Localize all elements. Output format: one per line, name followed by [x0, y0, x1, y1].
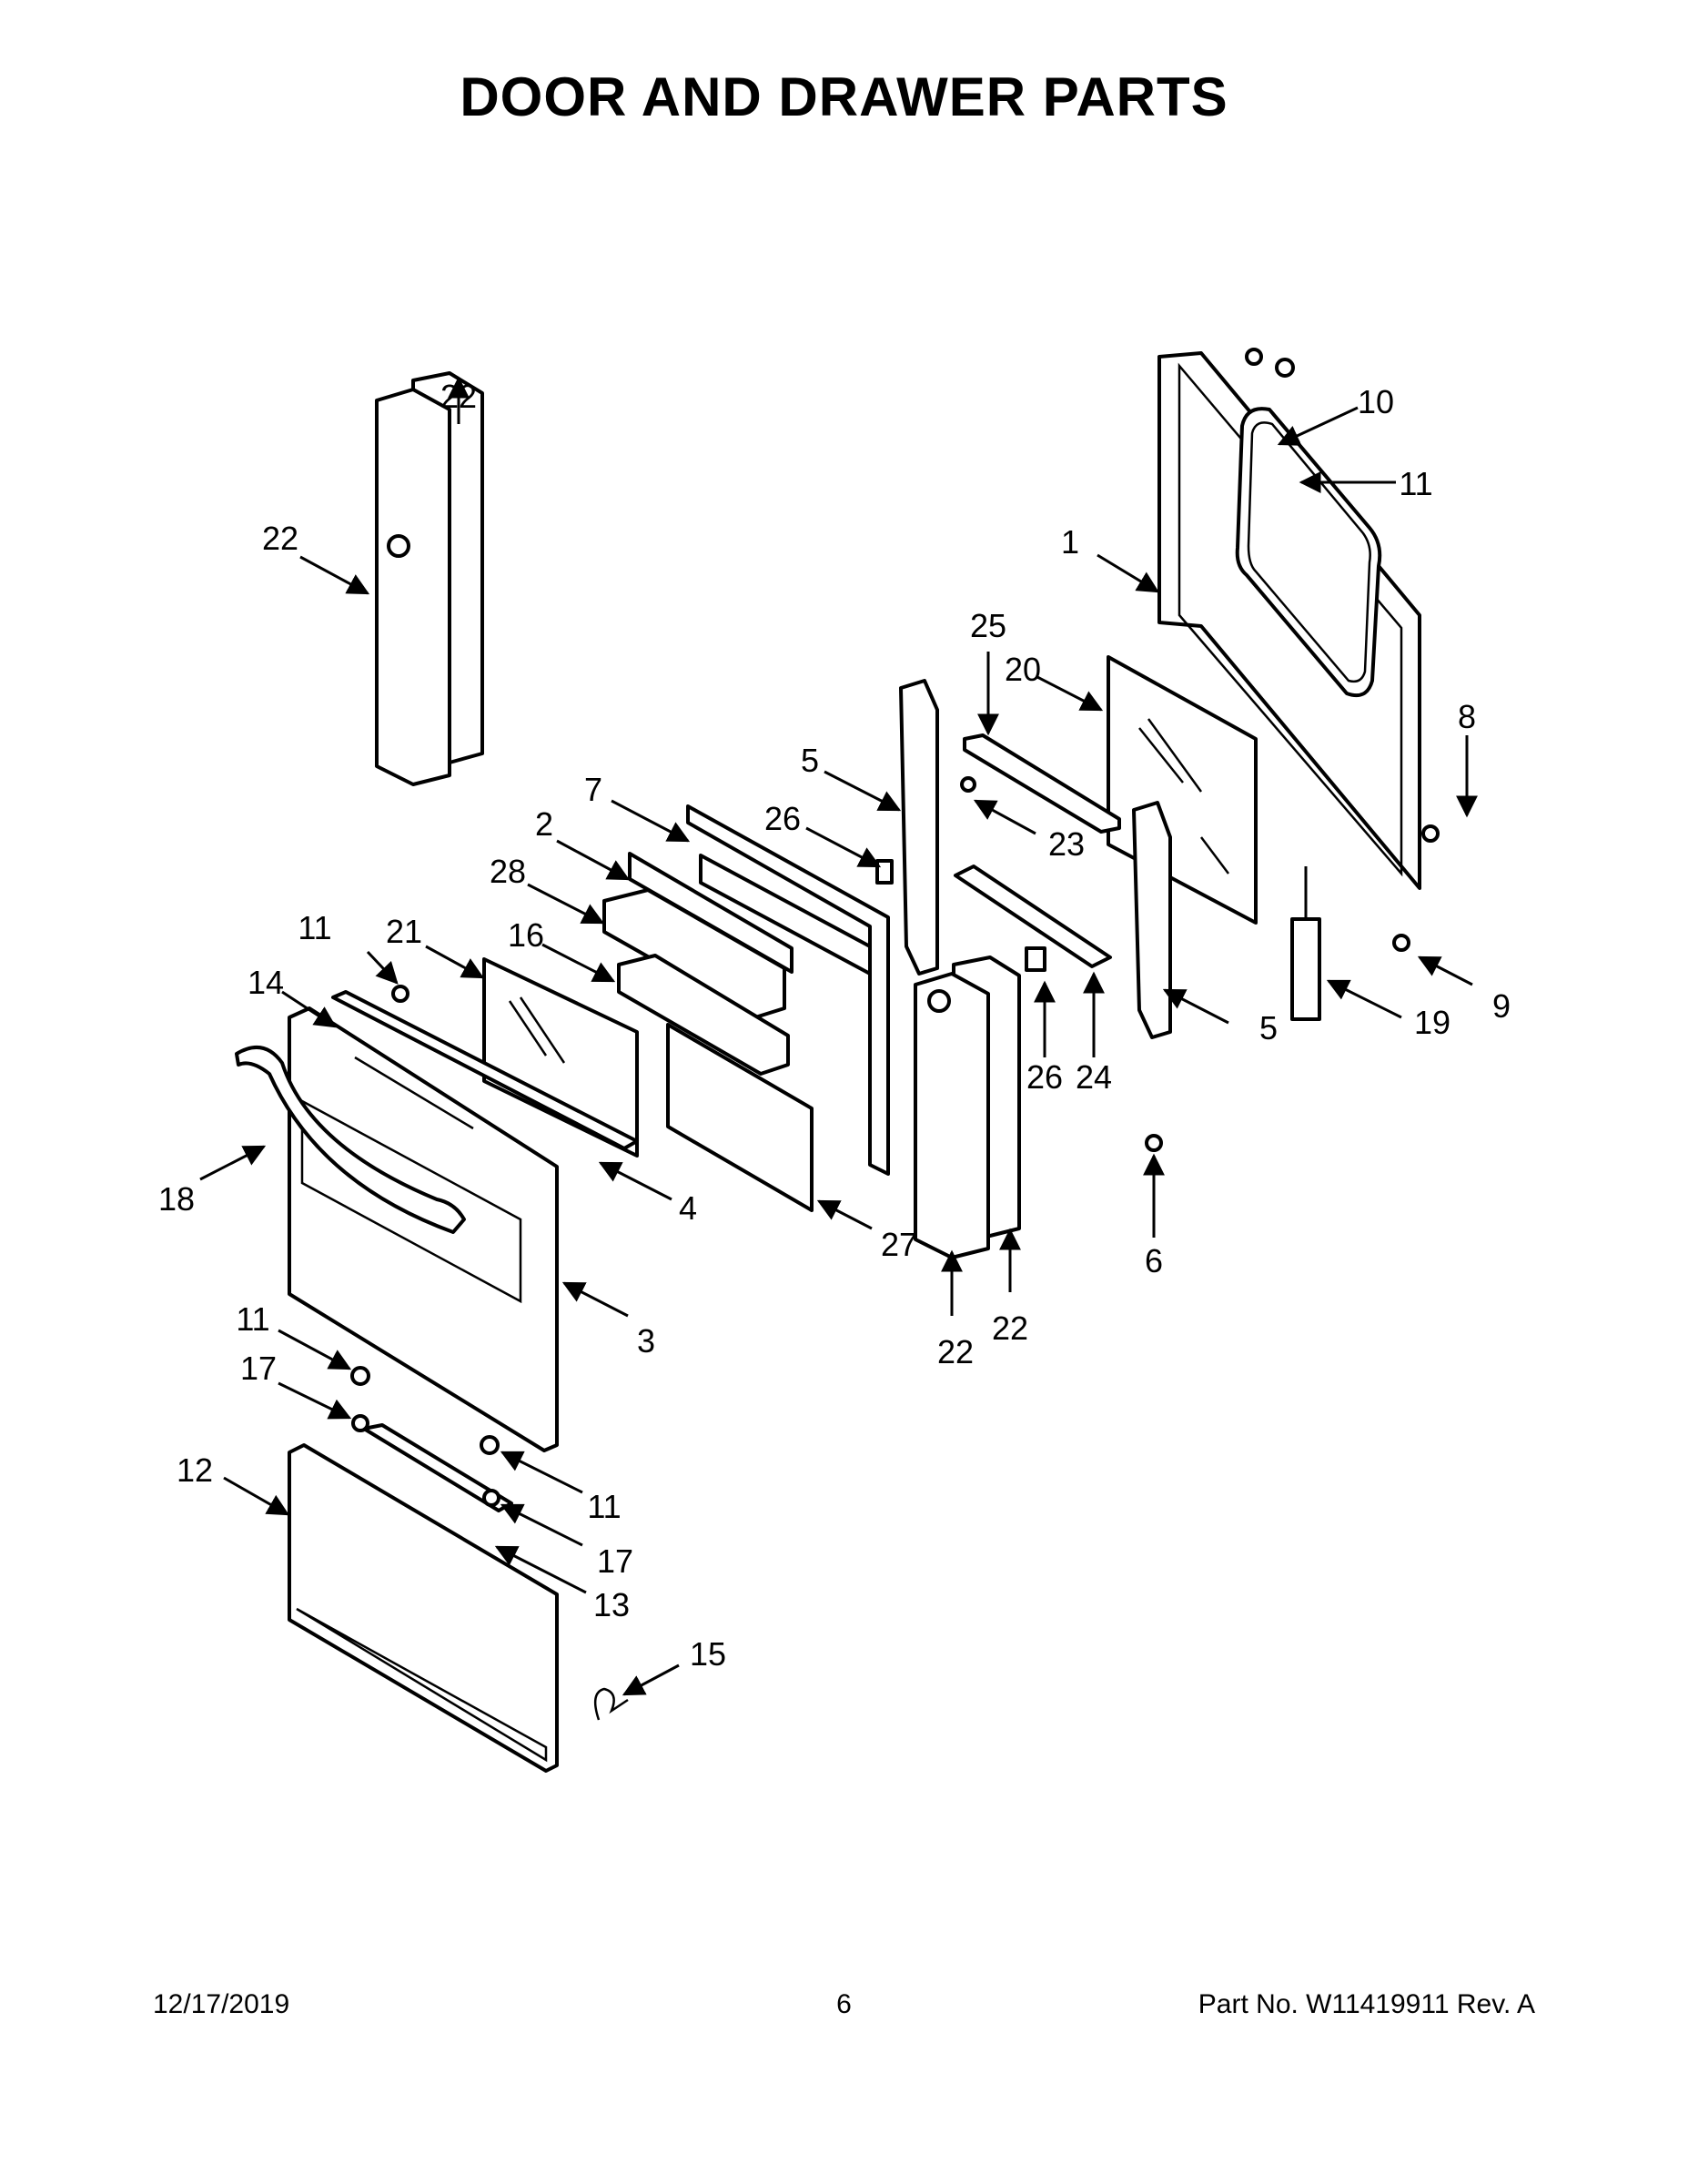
callout-15: 15	[690, 1635, 726, 1673]
door-latch	[1290, 866, 1321, 1021]
inner-door-frame	[1157, 351, 1421, 890]
callout-26-lower: 26	[1026, 1058, 1063, 1096]
spring-clip	[593, 1687, 629, 1721]
clip-upper	[875, 859, 894, 885]
callout-28: 28	[490, 853, 526, 890]
callout-2: 2	[535, 805, 553, 843]
callout-5-lower: 5	[1259, 1009, 1278, 1046]
callout-11-top: 11	[1399, 465, 1432, 502]
insulation-pad	[666, 1023, 814, 1212]
callout-4: 4	[679, 1189, 697, 1227]
callout-26-upper: 26	[764, 800, 801, 837]
callout-22-bottom-right: 22	[992, 1309, 1028, 1347]
callout-22-top: 22	[440, 378, 477, 415]
hinge-channel-left	[899, 679, 939, 976]
callout-12: 12	[177, 1451, 213, 1489]
callout-19: 19	[1414, 1004, 1450, 1041]
callout-13: 13	[593, 1586, 630, 1623]
footer-part-number: Part No. W11419911 Rev. A	[1198, 1989, 1535, 2019]
callout-11-c: 11	[587, 1488, 621, 1525]
air-baffle	[602, 888, 790, 1076]
footer-date: 12/17/2019	[153, 1989, 290, 2019]
callout-9: 9	[1492, 987, 1511, 1025]
insulation-block-top-left	[375, 371, 484, 786]
vent-tube	[954, 864, 1112, 968]
callout-labels: 22 22 1 10 11 25 20 8 5 26 23 7 2 28 16 …	[158, 378, 1511, 1673]
callout-22-bottom-left: 22	[937, 1333, 974, 1370]
callout-8: 8	[1458, 698, 1476, 735]
outer-glass-panel	[482, 957, 639, 1158]
hinge-channel-right	[1132, 801, 1172, 1039]
door-bracket	[963, 733, 1121, 834]
callout-20: 20	[1005, 651, 1041, 688]
callout-5-upper: 5	[801, 742, 819, 779]
page-title: DOOR AND DRAWER PARTS	[460, 66, 1228, 127]
callout-11-a: 11	[298, 909, 331, 946]
callout-18: 18	[158, 1180, 195, 1218]
door-handle	[235, 1045, 466, 1234]
callout-7: 7	[584, 771, 602, 808]
callout-21: 21	[386, 913, 422, 950]
inner-glass-panel	[1107, 655, 1258, 925]
drawer-front-panel	[288, 1443, 559, 1773]
callout-16: 16	[508, 916, 544, 954]
callout-27: 27	[881, 1226, 917, 1263]
callout-11-b: 11	[236, 1300, 269, 1338]
callout-24: 24	[1076, 1058, 1112, 1096]
leader-lines	[199, 376, 1478, 1696]
callout-22-left: 22	[262, 520, 298, 557]
callout-23: 23	[1048, 825, 1085, 863]
screws	[350, 348, 1440, 1507]
callout-17-a: 17	[240, 1350, 277, 1387]
footer-page-number: 6	[836, 1989, 852, 2019]
drawer-bracket	[362, 1423, 513, 1512]
insulation-block-center	[914, 956, 1021, 1259]
callout-10: 10	[1358, 383, 1394, 420]
callout-25: 25	[970, 607, 1006, 644]
callout-14: 14	[248, 964, 284, 1001]
callout-6: 6	[1145, 1242, 1163, 1279]
callout-1: 1	[1061, 523, 1079, 561]
clip-lower	[1025, 946, 1046, 972]
callout-17-b: 17	[597, 1542, 633, 1580]
top-trim	[331, 990, 639, 1150]
callout-3: 3	[637, 1322, 655, 1360]
